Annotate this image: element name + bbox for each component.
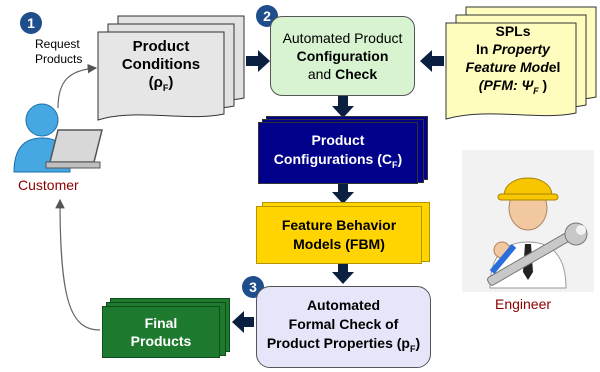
formal-check-box: Automated Formal Check of Product Proper…: [256, 286, 431, 368]
arrow-config-to-configs: [332, 94, 354, 118]
request-products-label: Request Products: [35, 37, 82, 67]
customer-icon: [13, 103, 103, 173]
customer-label: Customer: [18, 177, 79, 193]
automated-configuration-box: Automated Product Configuration and Chec…: [270, 16, 415, 96]
pcfg-line-1: Product: [311, 132, 365, 149]
ac-line-2: Configuration: [296, 48, 389, 64]
engineer-icon: [462, 150, 594, 292]
fc-line-1: Automated: [306, 296, 381, 313]
request-line-1: Request: [35, 37, 80, 51]
pc-line-3: (ρF): [148, 73, 174, 93]
spls-text: SPLs In Property Feature Model (PFM: ΨF …: [448, 22, 578, 100]
product-conditions-stack: [97, 15, 245, 121]
fc-line-3: Product Properties (pF): [266, 334, 421, 354]
pcfg-line-2: Configurations (CF): [273, 151, 403, 170]
spls-line-4: (PFM: ΨF ): [478, 77, 548, 96]
fp-line-2: Products: [130, 333, 192, 349]
spls-line-1: SPLs: [495, 23, 531, 40]
ac-line-1: Automated Product: [282, 30, 403, 46]
ac-line-3: and Check: [307, 66, 378, 82]
request-line-2: Products: [35, 52, 83, 66]
fbm-box: Feature Behavior Models (FBM): [256, 206, 422, 264]
arrow-conditions-to-config: [246, 50, 270, 72]
final-products-box: Final Products: [102, 306, 220, 358]
spls-line-3: Feature Model: [465, 59, 561, 76]
fbm-line-2: Models (FBM): [293, 236, 385, 252]
product-configurations-box: Product Configurations (CF): [258, 122, 418, 184]
pc-line-1: Product: [132, 37, 190, 55]
spls-stack: [445, 6, 597, 120]
spls-line-2: In Property: [476, 41, 550, 58]
product-conditions-text: Product Conditions (ρF): [100, 32, 222, 102]
fc-line-2: Formal Check of: [288, 315, 399, 332]
step-1-badge: 1: [20, 12, 42, 34]
flow-arrows: [232, 50, 444, 333]
fbm-line-1: Feature Behavior: [281, 217, 397, 233]
fp-line-1: Final: [144, 315, 178, 331]
pc-line-2: Conditions: [121, 55, 201, 73]
request-arrow: [57, 63, 98, 109]
arrow-check-to-final: [232, 311, 254, 333]
arrow-configs-to-fbm: [332, 180, 354, 204]
arrow-fbm-to-check: [332, 262, 354, 284]
arrow-spls-to-config: [420, 50, 444, 72]
engineer-label: Engineer: [495, 296, 552, 312]
delivery-arrow: [55, 198, 101, 331]
